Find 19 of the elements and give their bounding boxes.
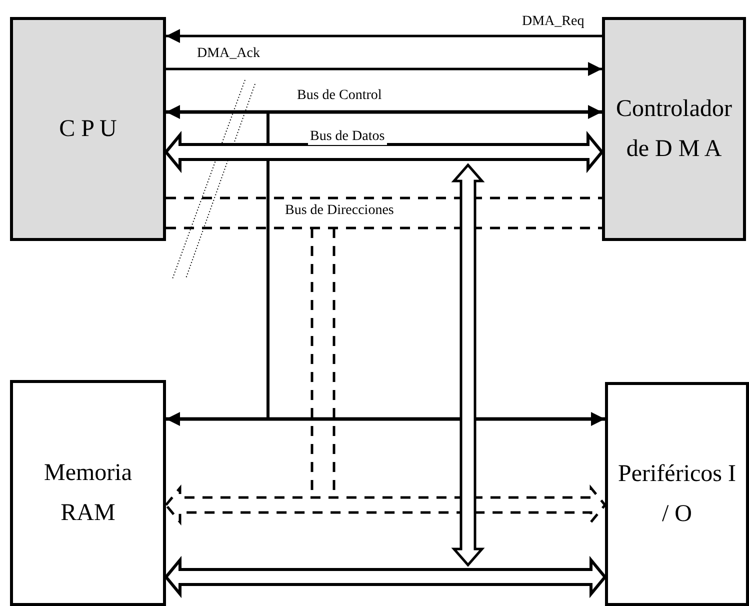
cpu-box xyxy=(10,17,166,241)
edge-label: DMA_Ack xyxy=(195,46,262,62)
address-bus-lines xyxy=(164,196,604,230)
controller-box xyxy=(602,17,746,241)
edge-label: DMA_Req xyxy=(520,14,586,30)
node-label: Periféricos I / O xyxy=(617,460,737,529)
node-label: Controlador de D M A xyxy=(615,95,733,164)
edge-label: Bus de Datos xyxy=(308,129,387,145)
data-bus-arrow xyxy=(164,130,604,174)
node-label: C P U xyxy=(59,115,117,144)
arrow xyxy=(166,29,602,43)
arrow xyxy=(166,412,605,426)
peripherals-box xyxy=(605,382,749,606)
arrow xyxy=(166,105,602,119)
arrow xyxy=(166,62,602,76)
node-label: Memoria RAM xyxy=(43,459,133,528)
data-bus-arrow xyxy=(164,556,607,598)
address-bus-arrow xyxy=(164,484,607,526)
memory-box xyxy=(10,380,166,606)
